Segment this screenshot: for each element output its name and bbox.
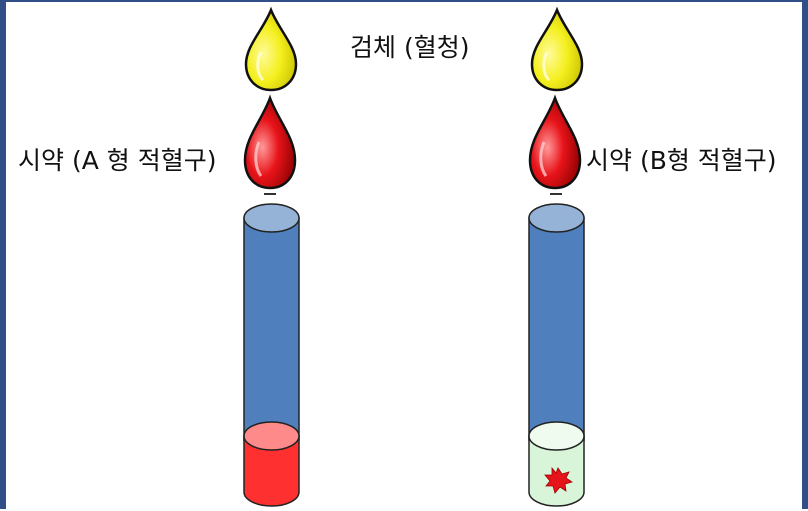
serum-drop-right <box>530 6 584 92</box>
tube-b <box>528 203 585 441</box>
reagent-a-label: 시약 (A 형 적혈구) <box>18 146 217 175</box>
agglutination-clump-icon <box>544 466 573 494</box>
reagent-b-label: 시약 (B형 적혈구) <box>586 146 777 175</box>
tube-b-result <box>528 421 585 507</box>
tube-a <box>243 203 300 441</box>
reagent-b-drop <box>528 94 582 195</box>
reagent-a-drop <box>243 94 297 195</box>
diagram-canvas <box>243 6 585 507</box>
sample-label: 검체 (혈청) <box>350 33 470 62</box>
tube-a-result <box>243 421 300 507</box>
serum-drop-left <box>244 6 298 92</box>
